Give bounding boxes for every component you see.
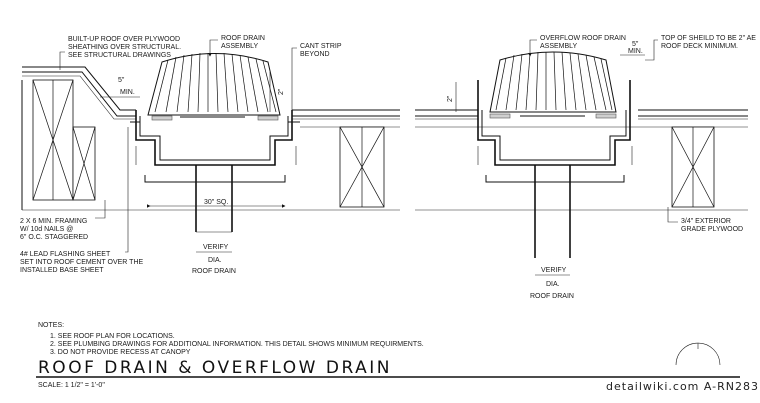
wood-framing-right: [339, 126, 385, 208]
roof-drain-label-left: ROOF DRAIN: [192, 268, 236, 275]
note-3: 3. DO NOT PROVIDE RECESS AT CANOPY: [50, 349, 191, 356]
framing-line2: W/ 10d NAILS @: [20, 226, 73, 233]
top-of-shield-line2: ROOF DECK MINIMUM.: [661, 43, 738, 50]
flashing-line1: 4# LEAD FLASHING SHEET: [20, 251, 111, 258]
drawing-title: ROOF DRAIN & OVERFLOW DRAIN: [38, 358, 392, 378]
cant-strip-line2: BEYOND: [300, 51, 330, 58]
flashing-line3: INSTALLED BASE SHEET: [20, 267, 104, 274]
overflow-assembly-line2: ASSEMBLY: [540, 43, 578, 50]
wood-framing-overflow: [671, 126, 715, 208]
cant-strip-line1: CANT STRIP: [300, 43, 342, 50]
flashing-line2: SET INTO ROOF CEMENT OVER THE: [20, 259, 143, 266]
plywood-line1: 3/4" EXTERIOR: [681, 218, 731, 225]
dim-5in-right: 5": [632, 41, 639, 48]
verify-label-left: VERIFY: [203, 244, 229, 251]
dim-30in-sq: 30" SQ.: [204, 199, 228, 206]
overflow-drain-body: [477, 80, 633, 258]
dim-2in-left: 2": [278, 88, 285, 95]
dim-min-right: MIN.: [628, 48, 643, 55]
roof-drain-assembly-line1: ROOF DRAIN: [221, 35, 265, 42]
notes-heading: NOTES:: [38, 322, 64, 329]
builtup-roof-line2: SHEATHING OVER STRUCTURAL.: [68, 44, 181, 51]
note-1: 1. SEE ROOF PLAN FOR LOCATIONS.: [50, 333, 175, 340]
roof-drain-section: 5" MIN. 2" 30" SQ. VERIFY DIA. ROOF DRAI…: [20, 35, 400, 275]
wood-framing-left: [32, 79, 96, 201]
dim-min-left: MIN.: [120, 89, 135, 96]
builtup-roof-line3: SEE STRUCTURAL DRAWINGS: [68, 52, 171, 59]
overflow-drain-section: 2" 5" MIN. VERIFY DIA. ROOF DRAIN OVERFL…: [415, 35, 756, 300]
framing-line3: 6" O.C. STAGGERED: [20, 234, 88, 241]
dim-2in-right: 2": [447, 95, 454, 102]
branding-label: detailwiki.com A-RN283: [606, 380, 759, 393]
framing-line1: 2 X 6 MIN. FRAMING: [20, 218, 87, 225]
top-of-shield-line1: TOP OF SHEILD TO BE 2" AE: [661, 35, 756, 42]
roof-drain-dome: [147, 52, 281, 116]
dim-5in-left: 5": [118, 77, 125, 84]
plywood-line2: GRADE PLYWOOD: [681, 226, 743, 233]
notes-block: NOTES: 1. SEE ROOF PLAN FOR LOCATIONS. 2…: [38, 322, 424, 356]
overflow-drain-dome: [489, 51, 617, 113]
roof-drain-label-right: ROOF DRAIN: [530, 293, 574, 300]
roof-drain-body: [130, 110, 300, 233]
dia-label-right: DIA.: [546, 281, 560, 288]
verify-label-right: VERIFY: [541, 267, 567, 274]
scale-label: SCALE: 1 1/2" = 1'-0": [38, 382, 105, 389]
roof-drain-assembly-line2: ASSEMBLY: [221, 43, 259, 50]
dia-label-left: DIA.: [208, 257, 222, 264]
builtup-roof-line1: BUILT-UP ROOF OVER PLYWOOD: [68, 36, 180, 43]
note-2: 2. SEE PLUMBING DRAWINGS FOR ADDITIONAL …: [50, 341, 424, 348]
overflow-assembly-line1: OVERFLOW ROOF DRAIN: [540, 35, 626, 42]
